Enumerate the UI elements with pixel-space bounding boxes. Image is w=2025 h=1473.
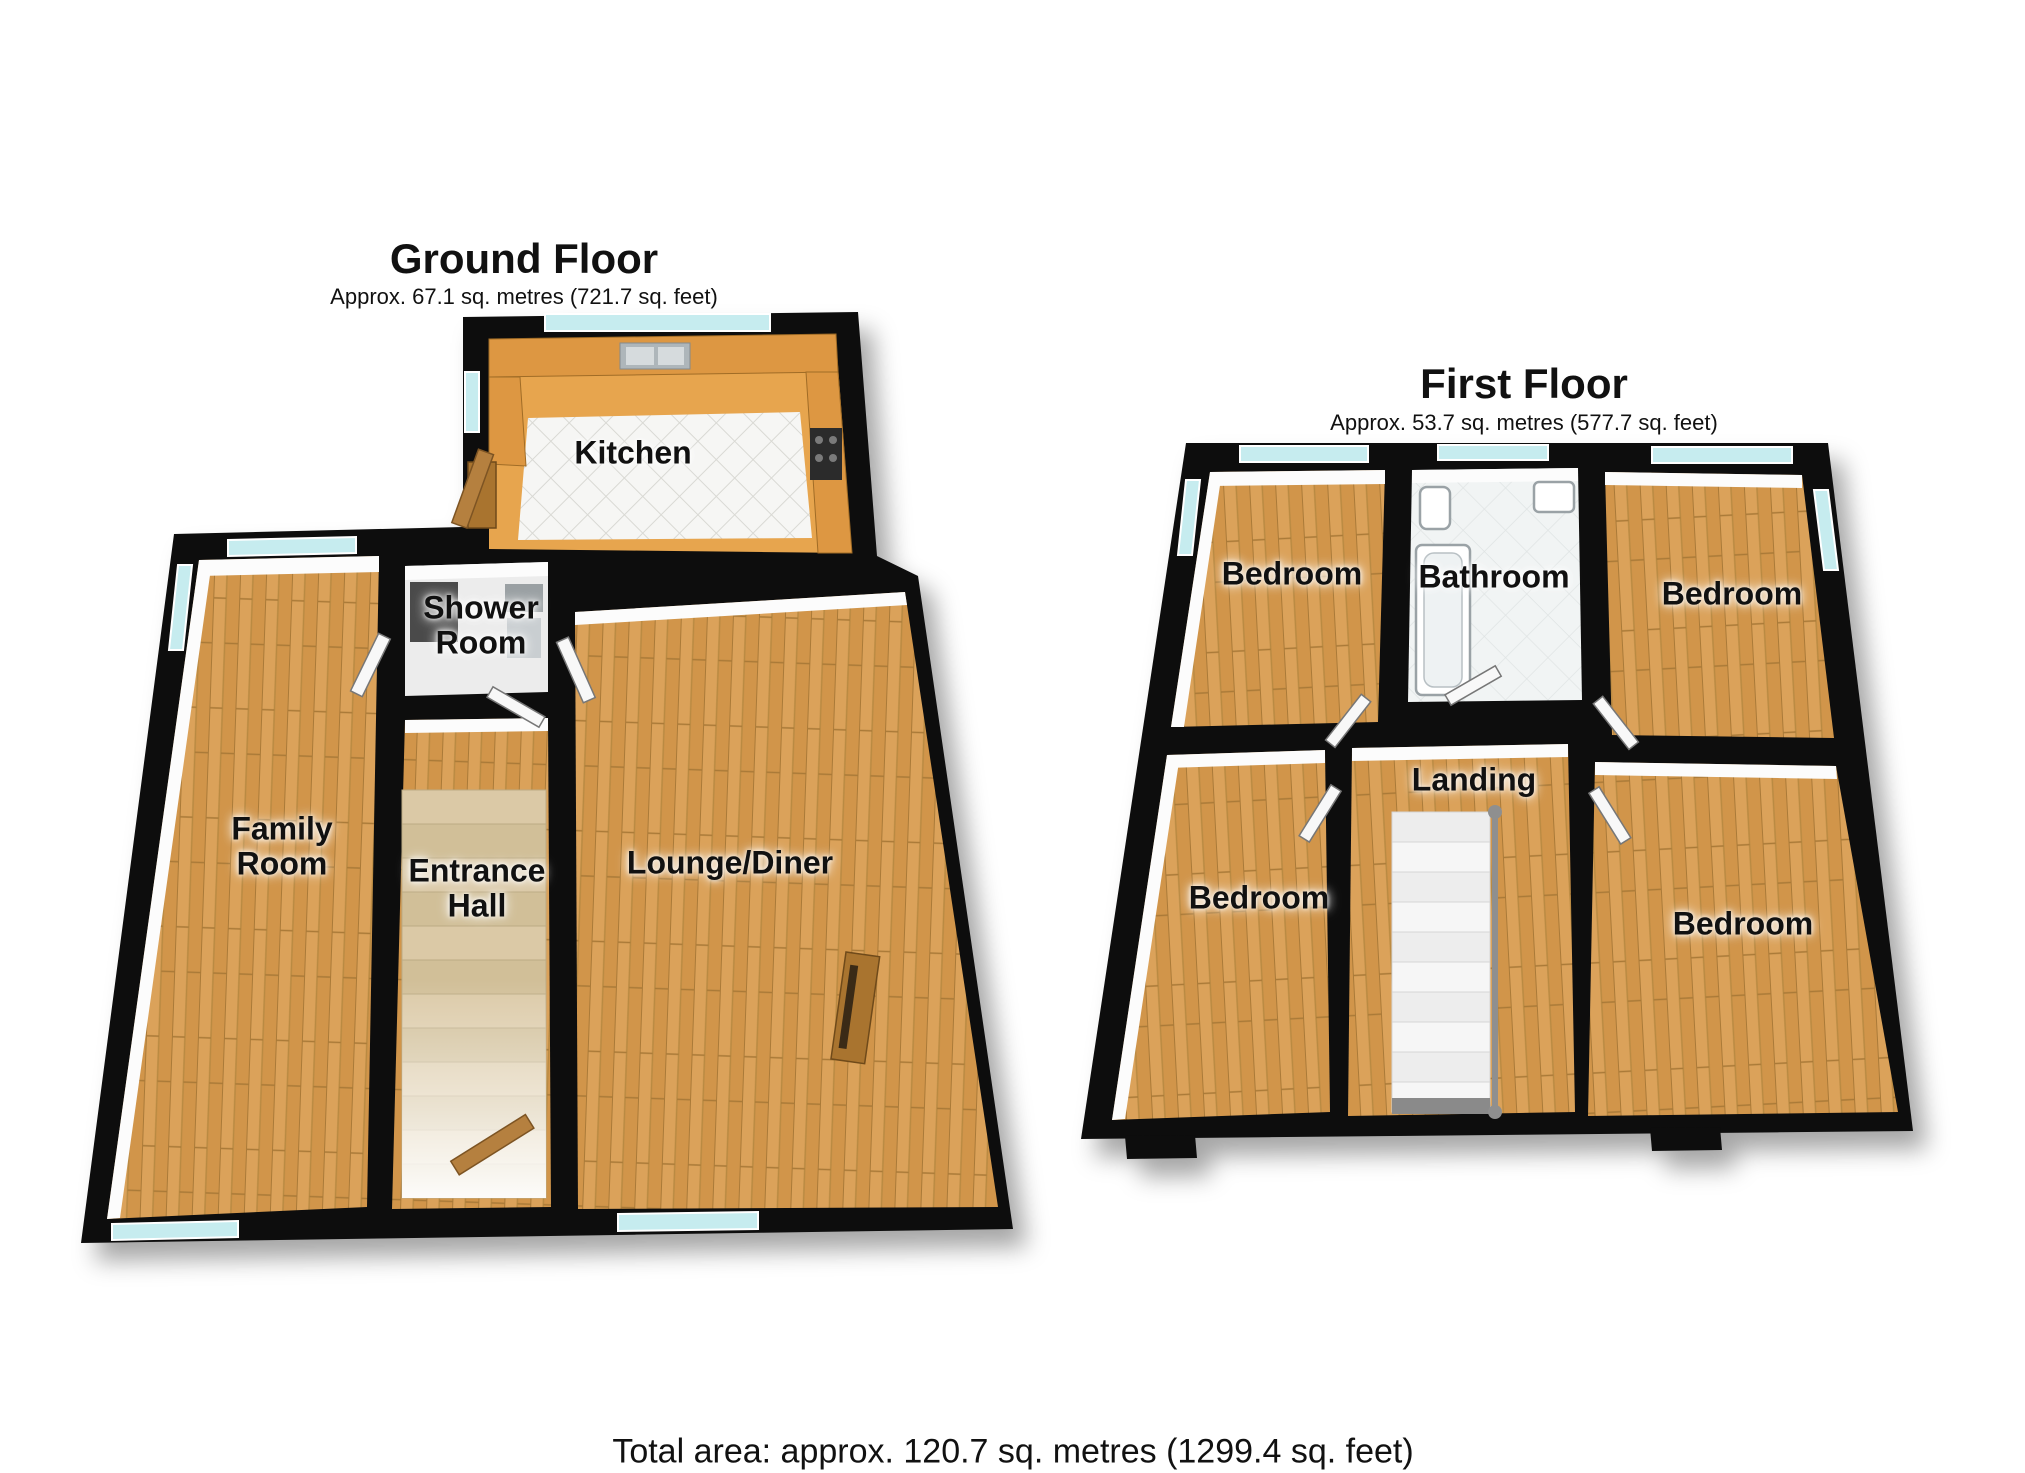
- lounge-diner-floor: [575, 592, 998, 1209]
- room-label-bedroom-top-right: Bedroom: [1661, 575, 1803, 612]
- stove-burner: [829, 436, 837, 444]
- bathtub-basin: [1423, 552, 1463, 688]
- bedroom-door: [1587, 785, 1632, 846]
- shower-room-door: [485, 685, 546, 729]
- bathroom-window: [1437, 444, 1549, 461]
- kitchen-sink-bowl: [658, 347, 684, 365]
- bedroom-wall-face: [1171, 472, 1222, 727]
- staircase-first: [1391, 805, 1502, 1119]
- bathroom-door: [1443, 664, 1503, 707]
- shower-room-toilet: [507, 618, 541, 658]
- stove-burner: [815, 436, 823, 444]
- bedroom-door: [1592, 695, 1640, 751]
- shower-room-wall-face: [405, 562, 548, 580]
- lounge-door: [555, 636, 597, 704]
- room-label-landing: Landing: [1411, 761, 1537, 798]
- kitchen-tiled-floor: [518, 412, 812, 540]
- bedroom-window: [1239, 445, 1369, 463]
- room-label-shower-room: Shower Room: [423, 589, 539, 660]
- bedroom-wall-face: [1605, 472, 1802, 488]
- family-room-window: [227, 535, 357, 558]
- family-room-side-window: [167, 564, 194, 651]
- family-room-wall-face: [107, 560, 212, 1219]
- shower-room-basin: [505, 584, 543, 612]
- toilet: [1418, 485, 1452, 531]
- bedroom-top-right-floor: [1605, 472, 1834, 738]
- bedroom-wall-face: [1112, 755, 1180, 1120]
- kitchen-side-window: [464, 371, 480, 433]
- stove-burner: [815, 454, 823, 462]
- room-label-bathroom: Bathroom: [1418, 558, 1570, 595]
- room-label-bedroom-bottom-right: Bedroom: [1672, 905, 1814, 942]
- lounge-rear-window: [617, 1210, 759, 1233]
- bedroom-top-left-floor: [1171, 470, 1385, 727]
- bathroom-wall-face: [1412, 468, 1578, 483]
- room-label-kitchen: Kitchen: [574, 434, 692, 471]
- chimney-stub: [1125, 1135, 1197, 1159]
- kitchen-stove: [810, 428, 842, 480]
- kitchen-sink-bowl: [626, 347, 654, 365]
- ground-floor-subtitle: Approx. 67.1 sq. metres (721.7 sq. feet): [330, 284, 718, 309]
- bedroom-door: [1298, 783, 1343, 844]
- family-room-wall-face: [199, 556, 379, 576]
- bedroom-bottom-right-floor: [1588, 762, 1898, 1116]
- family-room-floor: [107, 556, 379, 1219]
- kitchen-counter-left: [488, 376, 527, 467]
- first-floor-subtitle: Approx. 53.7 sq. metres (577.7 sq. feet): [1330, 410, 1718, 435]
- shower-enclosure: [410, 582, 458, 642]
- bedroom-window: [1651, 446, 1793, 464]
- landing-wall-face: [1352, 744, 1568, 761]
- first-floor-plan: [1081, 443, 1913, 1159]
- bedroom-door: [1324, 693, 1372, 749]
- bedroom-wall-face: [1167, 750, 1325, 768]
- room-label-lounge-diner: Lounge/Diner: [626, 844, 834, 881]
- stair-railing: [1492, 812, 1498, 1114]
- tv-unit: [830, 951, 881, 1065]
- ground-floor-title: Ground Floor: [389, 235, 659, 282]
- kitchen-window: [544, 313, 771, 332]
- bedroom-wall-face: [1595, 762, 1837, 779]
- kitchen-door: [450, 448, 495, 529]
- stove-burner: [829, 454, 837, 462]
- bedroom-side-window: [1812, 489, 1840, 571]
- bedroom-side-window: [1176, 479, 1202, 556]
- chimney-stub: [1650, 1127, 1722, 1151]
- room-label-family-room: Family Room: [231, 810, 333, 881]
- total-area-text: Total area: approx. 120.7 sq. metres (12…: [612, 1432, 1414, 1471]
- family-room-rear-window: [111, 1219, 239, 1242]
- front-door: [449, 1113, 535, 1176]
- entrance-hall-wall-face: [405, 718, 548, 733]
- bedroom-wall-face: [1210, 470, 1385, 486]
- room-label-entrance-hall: Entrance Hall: [408, 852, 546, 923]
- room-label-bedroom-top-left: Bedroom: [1221, 555, 1363, 592]
- bathroom-sink: [1532, 480, 1576, 514]
- first-floor-title: First Floor: [1420, 360, 1628, 407]
- family-room-door: [349, 632, 392, 698]
- staircase-ground: [401, 789, 547, 1199]
- ground-floor-plan: [81, 312, 1013, 1243]
- room-label-bedroom-bottom-left: Bedroom: [1188, 879, 1330, 916]
- lounge-wall-face: [575, 592, 907, 625]
